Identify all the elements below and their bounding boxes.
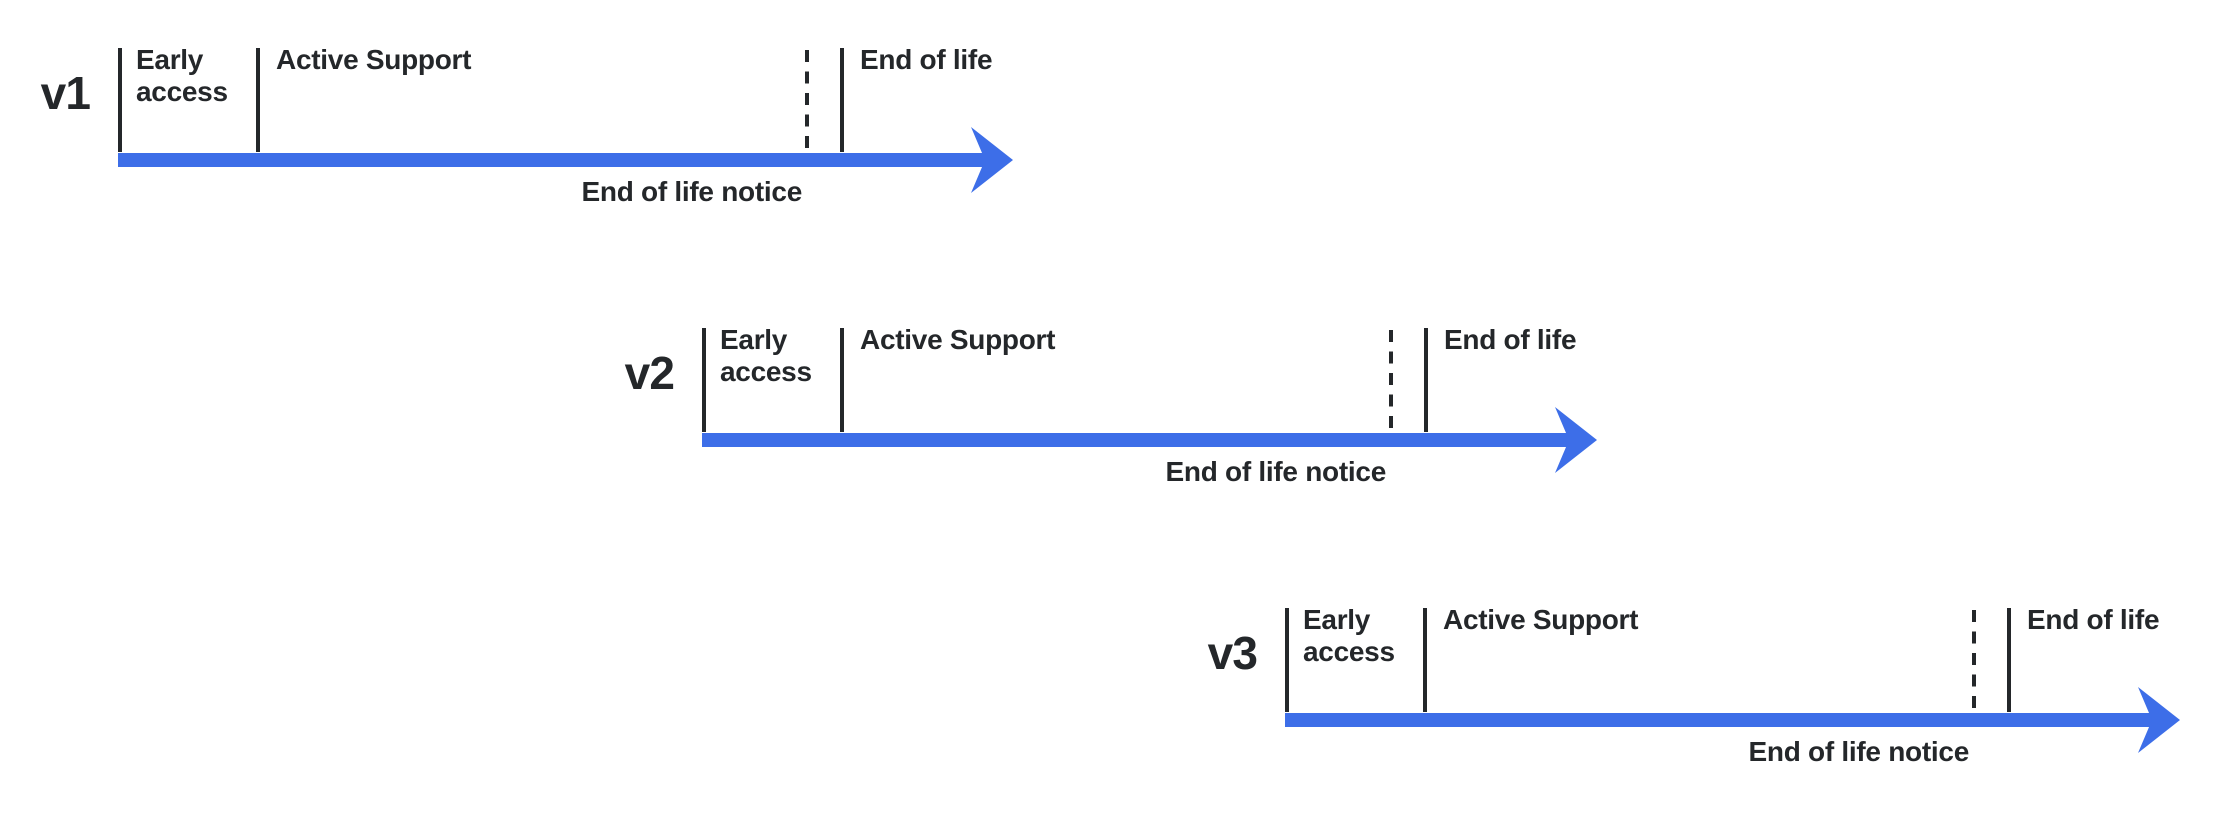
timeline-graphic bbox=[702, 328, 1597, 473]
timeline-arrow-head bbox=[2138, 687, 2180, 753]
timeline-arrow-head bbox=[971, 127, 1013, 193]
early-access-label: Early access bbox=[136, 44, 228, 108]
early-access-label: Early access bbox=[1303, 604, 1395, 668]
version-label: v1 bbox=[40, 67, 91, 119]
version-label: v3 bbox=[1207, 627, 1258, 679]
end-of-life-label: End of life bbox=[1444, 324, 1577, 355]
end-of-life-label: End of life bbox=[860, 44, 993, 75]
version-timeline-v1: v1 Early access Active Support End of li… bbox=[41, 44, 1028, 268]
active-support-label: Active Support bbox=[1443, 604, 1639, 635]
early-access-label: Early access bbox=[720, 324, 812, 388]
end-of-life-label: End of life bbox=[2027, 604, 2160, 635]
timeline-graphic bbox=[1285, 608, 2180, 753]
timeline-arrow-head bbox=[1555, 407, 1597, 473]
timeline-graphic bbox=[118, 48, 1013, 193]
end-of-life-notice-label: End of life notice bbox=[1165, 456, 1386, 487]
active-support-label: Active Support bbox=[860, 324, 1056, 355]
version-label: v2 bbox=[624, 347, 675, 399]
version-timeline-v3: v3 Early access Active Support End of li… bbox=[1208, 604, 2195, 828]
active-support-label: Active Support bbox=[276, 44, 472, 75]
version-timeline-v2: v2 Early access Active Support End of li… bbox=[625, 324, 1612, 548]
end-of-life-notice-label: End of life notice bbox=[581, 176, 802, 207]
end-of-life-notice-label: End of life notice bbox=[1748, 736, 1969, 767]
